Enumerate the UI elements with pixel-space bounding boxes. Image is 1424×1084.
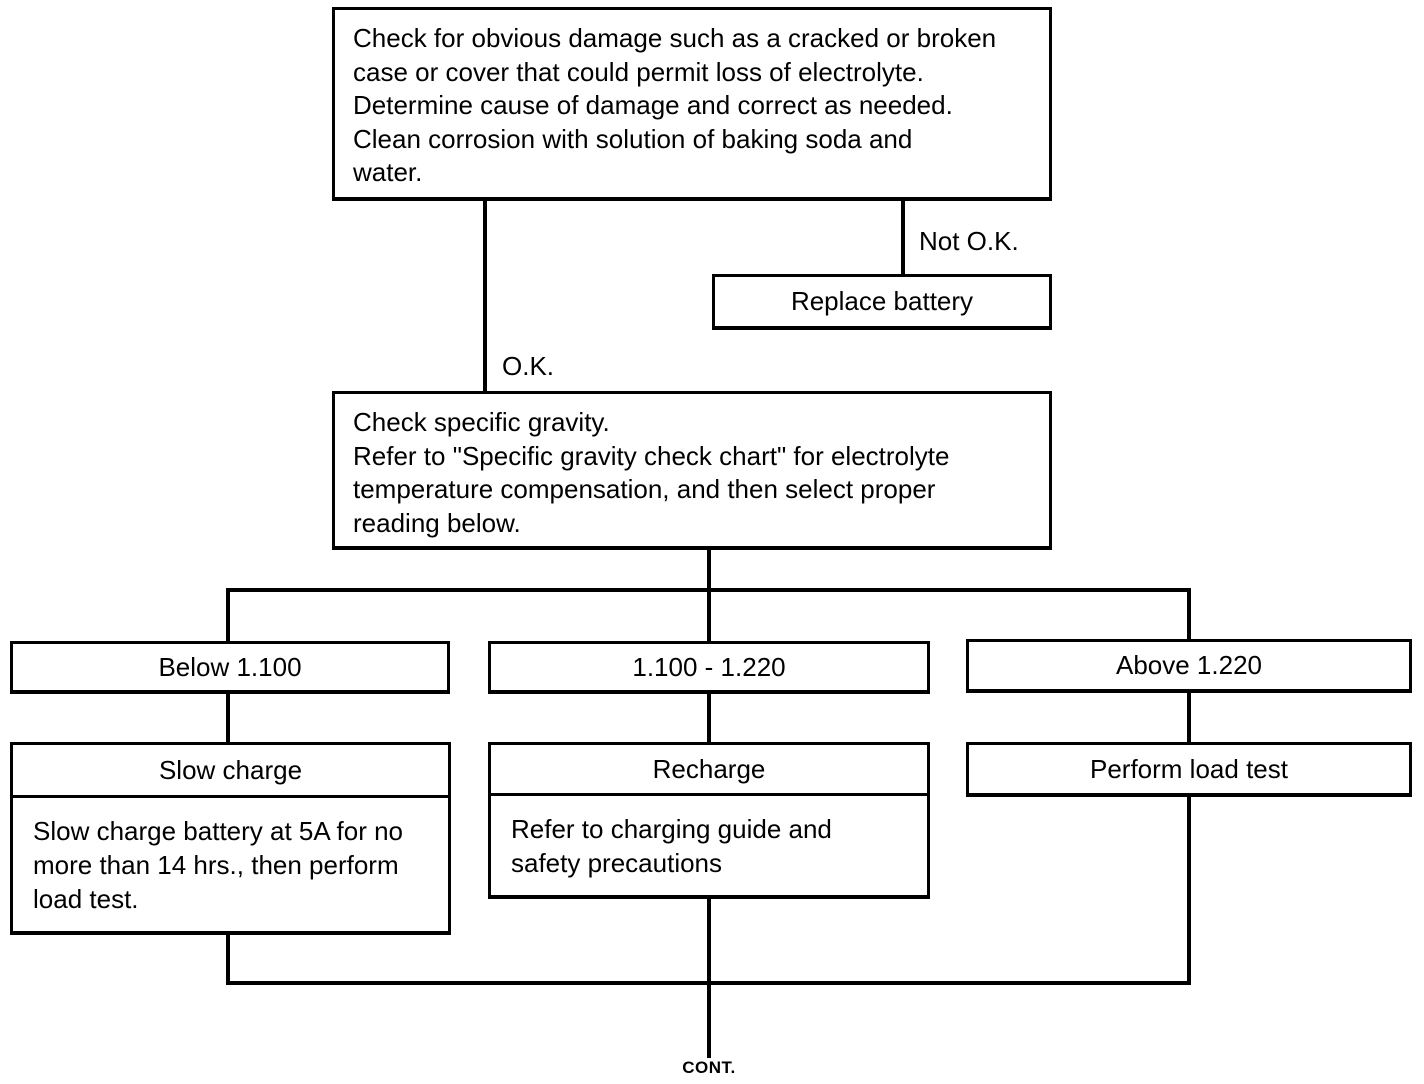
above-1220-label: Above 1.220 bbox=[1115, 650, 1262, 680]
recharge-body-text: Refer to charging guide and bbox=[511, 814, 832, 844]
connector-ok-line bbox=[483, 195, 487, 399]
connector-above-to-load-test-line bbox=[1187, 688, 1191, 747]
connector-gravity-to-distributor-line bbox=[707, 544, 711, 645]
slow-charge-body: Slow charge battery at 5A for no more th… bbox=[13, 798, 448, 931]
replace-battery-box: Replace battery bbox=[712, 274, 1052, 330]
connector-drop-below-1100-line bbox=[226, 588, 230, 646]
connector-not-ok-line bbox=[901, 195, 905, 280]
damage-check-text: Check for obvious damage such as a crack… bbox=[353, 23, 997, 53]
damage-check-box: Check for obvious damage such as a crack… bbox=[332, 7, 1052, 201]
merge-line bbox=[226, 981, 1191, 985]
ok-label: O.K. bbox=[502, 351, 555, 381]
range-1100-1220-box: 1.100 - 1.220 bbox=[488, 641, 930, 694]
recharge-header: Recharge bbox=[491, 745, 927, 796]
gravity-check-text: Refer to "Specific gravity check chart" … bbox=[353, 440, 950, 471]
recharge-box: Recharge Refer to charging guide and saf… bbox=[488, 742, 930, 899]
gravity-check-text: Check specific gravity. bbox=[353, 407, 610, 437]
above-1220-box: Above 1.220 bbox=[966, 639, 1412, 693]
gravity-check-text: temperature compensation, and then selec… bbox=[353, 474, 936, 504]
not-ok-label: Not O.K. bbox=[919, 226, 1019, 256]
gravity-check-box: Check specific gravity. Refer to "Specif… bbox=[332, 391, 1052, 550]
connector-recharge-to-cont-line bbox=[707, 894, 711, 1058]
damage-check-text: Determine cause of damage and correct as… bbox=[353, 90, 953, 120]
below-1100-box: Below 1.100 bbox=[10, 641, 450, 694]
replace-battery-label: Replace battery bbox=[790, 286, 974, 316]
recharge-body: Refer to charging guide and safety preca… bbox=[491, 796, 927, 895]
connector-below-to-slow-charge-line bbox=[226, 690, 230, 747]
range-1100-1220-label: 1.100 - 1.220 bbox=[632, 651, 786, 682]
slow-charge-header: Slow charge bbox=[13, 745, 448, 798]
damage-check-text: Clean corrosion with solution of baking … bbox=[353, 123, 913, 154]
slow-charge-box: Slow charge Slow charge battery at 5A fo… bbox=[10, 742, 451, 935]
damage-check-text: water. bbox=[353, 157, 423, 187]
gravity-check-text: reading below. bbox=[353, 507, 521, 538]
slow-charge-body-text: Slow charge battery at 5A for no bbox=[33, 816, 403, 846]
slow-charge-body-text: load test. bbox=[33, 884, 139, 914]
connector-load-test-to-merge-line bbox=[1187, 792, 1191, 985]
connector-range-to-recharge-line bbox=[707, 690, 711, 747]
distributor-line bbox=[226, 588, 1191, 592]
recharge-body-text: safety precautions bbox=[511, 848, 723, 878]
below-1100-label: Below 1.100 bbox=[158, 651, 302, 682]
perform-load-test-label: Perform load test bbox=[1090, 753, 1288, 784]
slow-charge-body-text: more than 14 hrs., then perform bbox=[33, 850, 399, 880]
perform-load-test-box: Perform load test bbox=[966, 742, 1412, 797]
connector-slow-charge-to-merge-line bbox=[226, 930, 230, 985]
damage-check-text: case or cover that could permit loss of … bbox=[353, 56, 924, 87]
connector-drop-above-1220-line bbox=[1187, 588, 1191, 644]
cont-label: CONT. bbox=[682, 1058, 736, 1077]
